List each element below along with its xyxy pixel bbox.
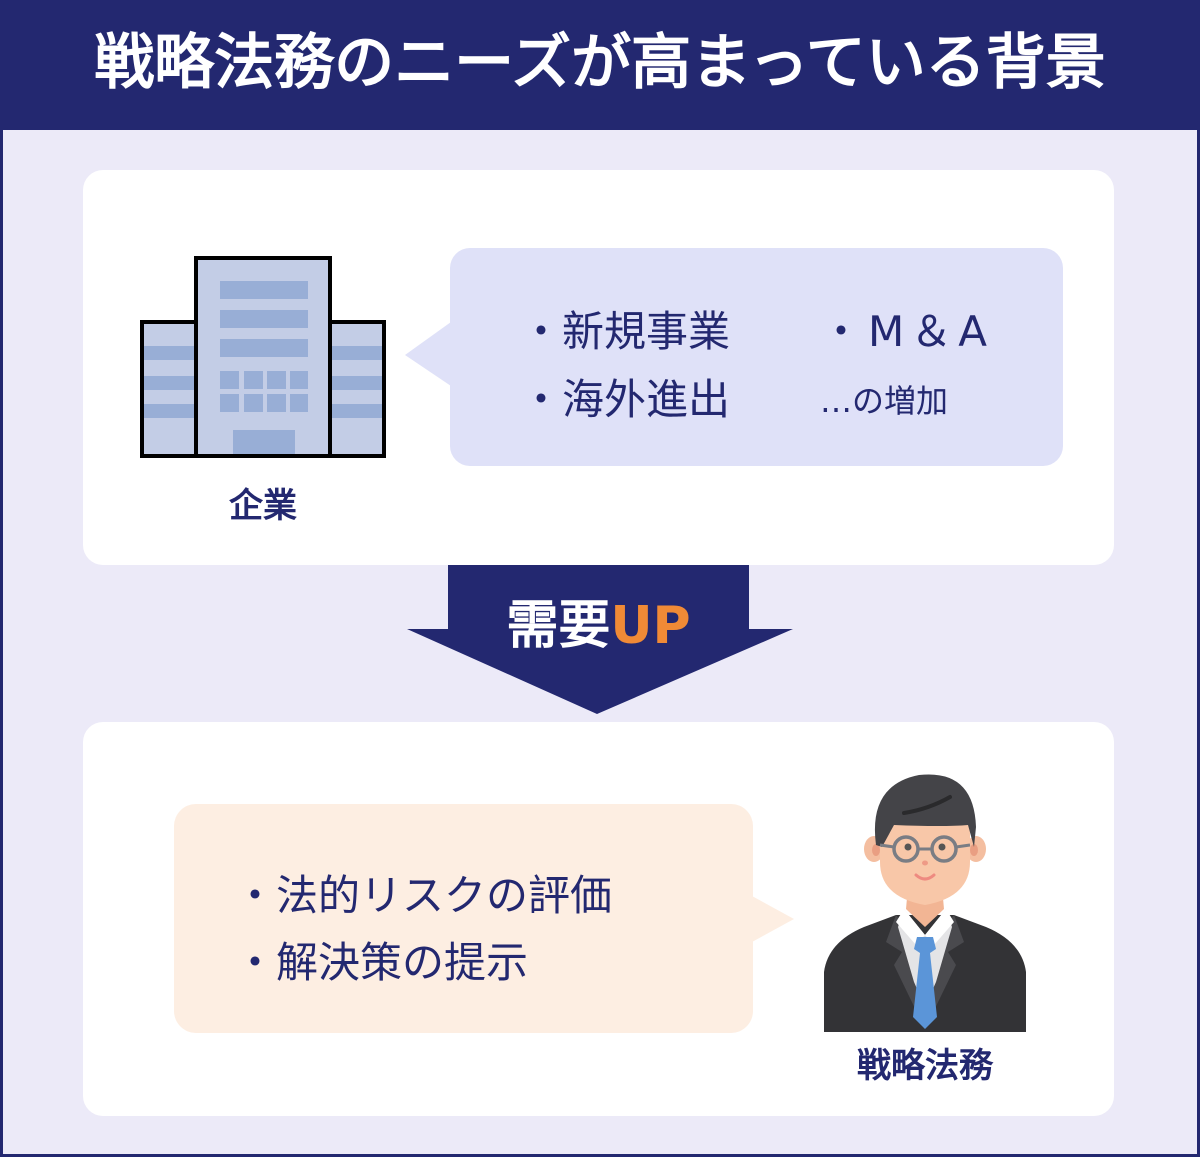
bubble-item-solution: ・解決策の提示	[234, 938, 529, 987]
down-arrow-icon	[407, 565, 793, 714]
demand-up-label: 需要UP	[448, 583, 749, 658]
company-card: 企業 ・新規事業 ・M＆A ・海外進出 …の増加	[83, 170, 1114, 565]
businessman-icon	[824, 774, 1026, 1032]
bubble-item-ma: ・M＆A	[820, 307, 993, 356]
bubble-item-new-business: ・新規事業	[520, 307, 731, 356]
speech-bubble-tail	[405, 322, 451, 386]
company-speech-bubble: ・新規事業 ・M＆A ・海外進出 …の増加	[450, 248, 1063, 466]
legal-card: ・法的リスクの評価 ・解決策の提示	[83, 722, 1114, 1116]
up-text: UP	[610, 596, 691, 656]
page-title: 戦略法務のニーズが高まっている背景	[94, 27, 1106, 98]
speech-bubble-tail	[752, 896, 794, 942]
header-banner: 戦略法務のニーズが高まっている背景	[0, 0, 1200, 130]
legal-speech-bubble: ・法的リスクの評価 ・解決策の提示	[174, 804, 753, 1033]
company-label: 企業	[229, 486, 297, 526]
bubble-item-increase: …の増加	[820, 382, 949, 420]
demand-text: 需要	[506, 596, 611, 656]
legal-label: 戦略法務	[857, 1046, 993, 1086]
building-icon	[140, 256, 386, 458]
bubble-item-overseas: ・海外進出	[520, 375, 731, 424]
bubble-item-risk-assessment: ・法的リスクの評価	[234, 871, 613, 920]
